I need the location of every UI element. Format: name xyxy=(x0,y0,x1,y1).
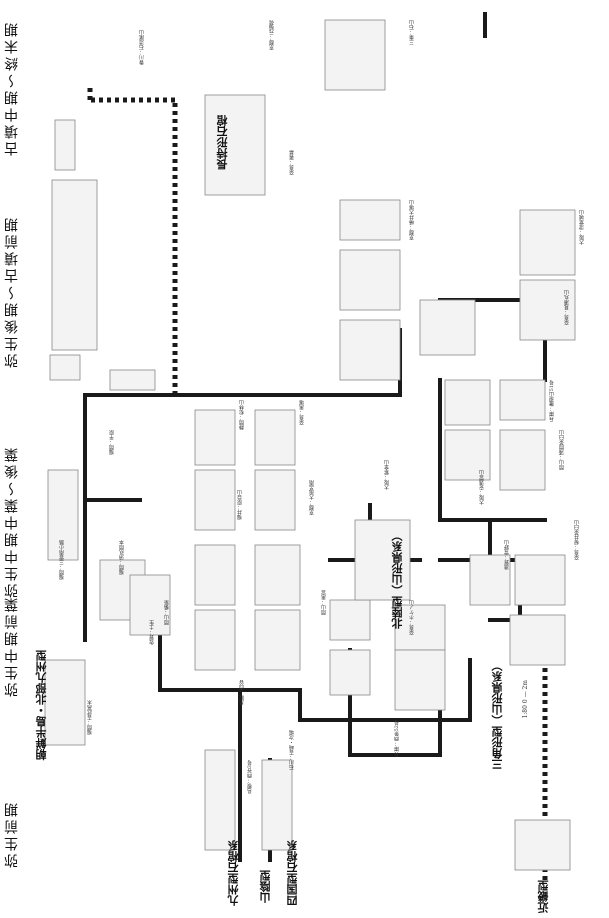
site-label: 岡山：浦間茶臼山 xyxy=(560,430,565,470)
site-label: 大阪：安満宮山 xyxy=(480,470,485,505)
site-label: 兵庫：権現山51号 xyxy=(550,380,555,421)
site-label: 静岡：松林山 xyxy=(240,400,245,430)
label-nagamochi-type: 長持形石棺 xyxy=(215,115,231,170)
site-label: 京都：大風呂南 xyxy=(310,480,315,515)
site-label: 福岡：平原 xyxy=(110,430,115,455)
site-label: 岡山：楯築 xyxy=(165,600,170,625)
site-label: 奈良：ホケノ山 xyxy=(410,600,415,635)
site-label: 福岡：吉武高木 xyxy=(88,700,93,735)
site-label: 石川：吉崎・次場 xyxy=(290,730,295,770)
label-kinki-type: 近畿型 xyxy=(536,880,552,913)
site-label: 香川：石清尾山 xyxy=(140,30,145,65)
scale-bar: 1:80 0 — 2m xyxy=(522,680,529,719)
site-label: 島根：西谷3号 xyxy=(248,760,253,793)
site-label: 三重：石山 xyxy=(410,20,415,45)
label-hokuriku-type: 北陸型（山形県系） xyxy=(390,530,406,629)
site-label: 福井：原目山 xyxy=(238,490,243,520)
site-label: 滋賀：雪野山 xyxy=(505,540,510,570)
site-label: 京都：元稲荷 xyxy=(270,20,275,50)
site-label: 奈良：箸墓 xyxy=(290,150,295,175)
label-sanin-type: 山陰型 xyxy=(258,870,274,903)
label-kyushu-stone-type: 九州型石棺系 xyxy=(226,840,242,906)
site-label: 大阪：津堂城山 xyxy=(580,210,585,245)
site-label: 京都：椿井大塚山 xyxy=(410,200,415,240)
site-label: 奈良：黒塚 xyxy=(300,400,305,425)
site-label: 福岡：三雲南小路 xyxy=(60,540,65,580)
site-label: 佐賀：土生 xyxy=(150,620,155,645)
site-label: 福岡：須玖岡本 xyxy=(120,540,125,575)
site-label: 奈良：桜井茶臼山 xyxy=(575,520,580,560)
site-label: 岡山：黒宮 xyxy=(322,590,327,615)
label-sankaku-type: 三角形型（山形県系） xyxy=(490,660,506,770)
label-shikoku-type: 四国型石棺系 xyxy=(285,840,301,906)
site-label: 大阪：紫金山 xyxy=(385,460,390,490)
site-label: 奈良：見瀬丸山 xyxy=(565,290,570,325)
site-label: 兵庫：西条52号 xyxy=(395,720,400,756)
label-korea-kyushu-type: 朝鮮半島・北部九州型 xyxy=(34,650,50,760)
site-label: 鳥取：西谷 xyxy=(240,680,245,705)
